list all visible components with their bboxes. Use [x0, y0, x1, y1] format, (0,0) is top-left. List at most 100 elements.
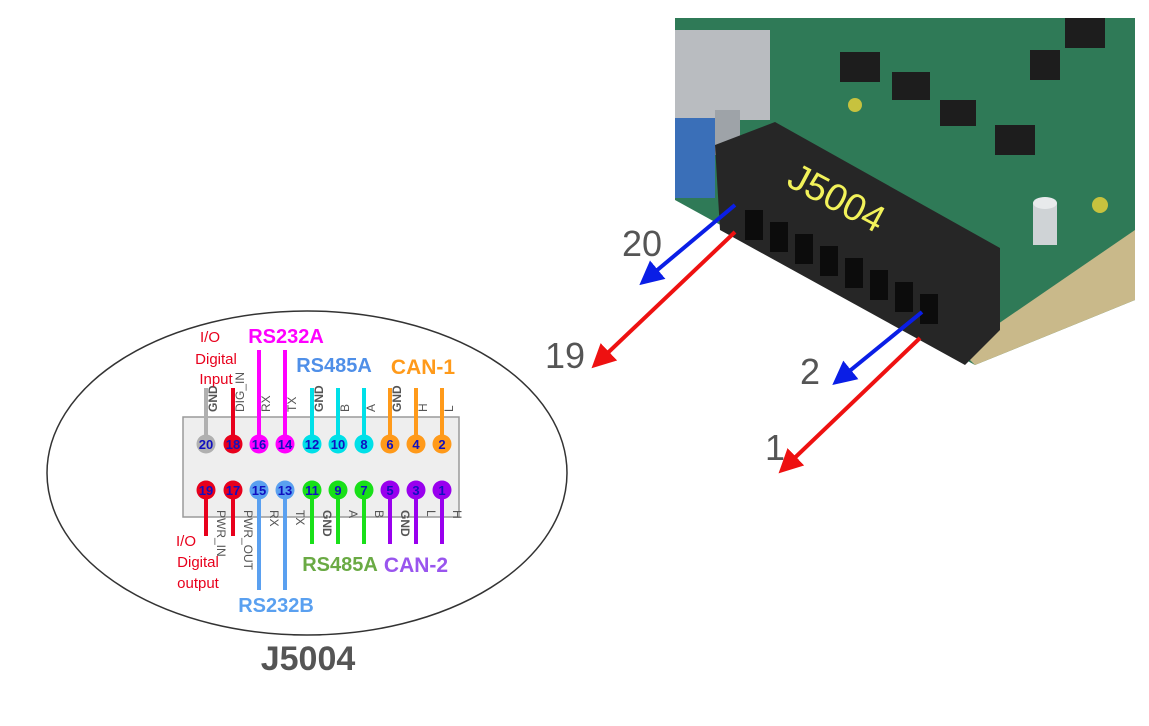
io-output-label-1: I/O [176, 533, 196, 550]
pin-number: 19 [199, 483, 213, 498]
pin-marker [223, 480, 243, 500]
io-input-label-2: Digital [195, 351, 237, 368]
pin-8: 8A [354, 388, 378, 454]
chip [940, 100, 976, 126]
pin-number: 8 [360, 437, 367, 452]
pin-label: A [346, 510, 360, 518]
callouts: 20 19 2 1 [545, 203, 924, 474]
group-labels: I/O Digital Input RS232A RS485A CAN-1 I/… [176, 326, 455, 617]
pin-label: RX [267, 510, 281, 527]
pin-label: GND [320, 510, 334, 537]
arrow-pin1 [778, 336, 922, 474]
pin-marker [249, 480, 269, 500]
pin-marker [432, 434, 452, 454]
callout-19: 19 [545, 335, 585, 376]
pin-number: 11 [305, 483, 319, 498]
pin-number: 18 [226, 437, 240, 452]
chip [1065, 18, 1105, 48]
pin-16: 16 RX [249, 350, 273, 454]
rs232b-label: RS232B [238, 595, 314, 617]
pin-1: 1H [432, 480, 464, 544]
pin-18: 18 DIG_IN [223, 372, 247, 454]
pin-number: 15 [252, 483, 266, 498]
pin-4: 4H [406, 388, 430, 454]
callout-2: 2 [800, 351, 820, 392]
pin-label: RX [259, 395, 273, 412]
pin-number: 20 [199, 437, 213, 452]
pin-marker [432, 480, 452, 500]
pad [1092, 197, 1108, 213]
chip [995, 125, 1035, 155]
rj45-connector [675, 30, 770, 120]
standoff [1033, 203, 1057, 245]
pcb-board [675, 18, 1135, 365]
pin-marker [275, 434, 295, 454]
pcb-edge [960, 230, 1135, 365]
pin-marker [196, 434, 216, 454]
io-output-label-2: Digital [177, 554, 219, 571]
pin-20: 20 GND [196, 385, 220, 454]
arrow-pin19 [591, 230, 737, 369]
pin-number: 13 [278, 483, 292, 498]
pin-label: PWR_IN [214, 510, 228, 557]
pin-label: H [450, 510, 464, 519]
pin-number: 16 [252, 437, 266, 452]
pin-marker [354, 434, 374, 454]
pin-number: 14 [278, 437, 293, 452]
standoff-top [1033, 197, 1057, 209]
pin-marker [275, 480, 295, 500]
pin-label: TX [285, 397, 299, 412]
callout-1: 1 [765, 427, 785, 468]
io-input-label-3: Input [199, 371, 233, 388]
pin-label: TX [293, 510, 307, 525]
arrow-pin20 [639, 203, 737, 286]
pin-number: 6 [386, 437, 393, 452]
chip [1030, 50, 1060, 80]
pin-label: L [442, 405, 456, 412]
pin-number: 10 [331, 437, 345, 452]
pin-9: 9A [328, 480, 360, 544]
pin-6: 6 GND [380, 385, 404, 454]
pin-number: 7 [360, 483, 367, 498]
pin-label: DIG_IN [233, 372, 247, 412]
pin-label: GND [390, 385, 404, 412]
pin-marker [223, 434, 243, 454]
pin-marker [380, 480, 400, 500]
rs485a-top-label: RS485A [296, 355, 372, 377]
pin-number: 12 [305, 437, 319, 452]
pin-label: PWR_OUT [241, 510, 255, 571]
pad [848, 98, 862, 112]
pin-label: GND [206, 385, 220, 412]
pin-label: B [372, 510, 386, 518]
pin-marker [406, 480, 426, 500]
pin-label: H [416, 403, 430, 412]
can1-label: CAN-1 [391, 356, 455, 379]
pin-7: 7B [354, 480, 386, 544]
pin-12: 12 GND [302, 385, 326, 454]
pin-marker [380, 434, 400, 454]
pin-marker [328, 480, 348, 500]
rs485a-bottom-label: RS485A [302, 554, 378, 576]
rs232a-label: RS232A [248, 326, 324, 348]
pin-3: 3L [406, 480, 438, 544]
can2-label: CAN-2 [384, 554, 448, 577]
io-input-label-1: I/O [200, 329, 220, 346]
board-photo: J5004 [675, 18, 1135, 365]
pin-label: B [338, 404, 352, 412]
pin-number: 3 [412, 483, 419, 498]
pin-marker [302, 480, 322, 500]
pin-marker [406, 434, 426, 454]
pin-marker [328, 434, 348, 454]
pin-label: A [364, 404, 378, 412]
pin-2: 2L [432, 388, 456, 454]
pin-marker [302, 434, 322, 454]
pin-label: GND [312, 385, 326, 412]
pin-14: 14 TX [275, 350, 299, 454]
